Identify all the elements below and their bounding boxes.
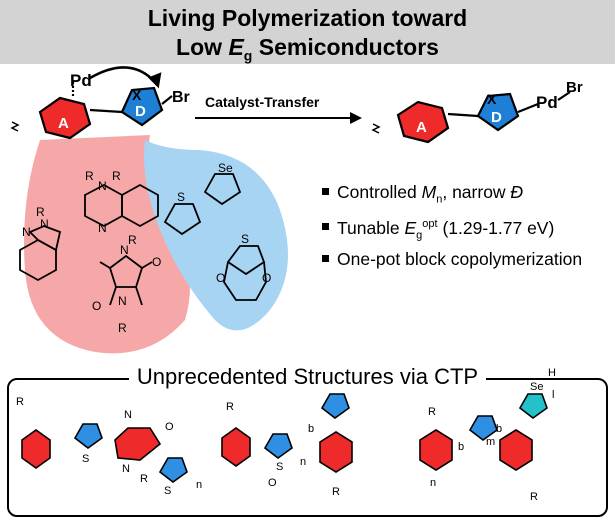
acceptor-monomers <box>19 183 159 306</box>
svg-text:O: O <box>165 421 174 433</box>
pd-label: Pd <box>536 93 558 112</box>
svg-text:N: N <box>40 217 49 231</box>
monomer-structure <box>10 66 173 140</box>
title-line-1: Living Polymerization toward <box>147 5 468 31</box>
x-label: X <box>487 91 497 107</box>
svg-text:N: N <box>98 179 107 193</box>
svg-text:R: R <box>226 401 234 413</box>
pd-label: Pd <box>70 71 92 90</box>
svg-text:S: S <box>164 485 171 497</box>
svg-text:n: n <box>430 477 436 489</box>
svg-text:R: R <box>128 233 137 247</box>
svg-text:R: R <box>332 486 340 498</box>
title-line-2: Low Eg Semiconductors <box>176 34 439 64</box>
structures-panel <box>7 378 608 517</box>
svg-text:S: S <box>177 190 185 204</box>
svg-text:O: O <box>268 477 277 489</box>
svg-text:N: N <box>118 294 127 308</box>
donor-atom-labels: S Se S O O <box>177 161 271 285</box>
svg-text:R: R <box>36 205 45 219</box>
svg-text:O: O <box>152 255 161 269</box>
feature-item: Tunable Egopt (1.29-1.77 eV) <box>322 212 582 247</box>
panel-labels: R S N N R O S n R S O n b S m R R n b m … <box>16 367 556 503</box>
product-structure <box>371 91 571 144</box>
svg-text:S: S <box>82 453 89 465</box>
svg-text:R: R <box>140 473 148 485</box>
svg-text:S: S <box>241 232 249 246</box>
svg-text:N: N <box>124 409 132 421</box>
ring-a-label: A <box>58 115 69 132</box>
br-label: Br <box>566 79 583 96</box>
svg-text:R: R <box>428 406 436 418</box>
ring-d-label: D <box>135 103 146 120</box>
svg-text:n: n <box>300 456 306 468</box>
svg-text:b: b <box>458 441 464 453</box>
svg-text:N: N <box>122 463 130 475</box>
acceptor-atom-labels: N N R N N R R N R N R O O <box>22 169 161 335</box>
svg-text:S: S <box>276 461 283 473</box>
ring-a-label: A <box>416 119 427 136</box>
feature-list: Controlled Mn, narrow Đ Tunable Egopt (1… <box>322 180 582 271</box>
br-label: Br <box>172 89 190 106</box>
svg-text:Se: Se <box>530 381 543 393</box>
arrow-label: Catalyst-Transfer <box>205 94 320 110</box>
svg-text:b: b <box>308 423 314 435</box>
x-label: X <box>132 87 142 103</box>
svg-text:b: b <box>496 423 502 435</box>
svg-text:R: R <box>118 321 127 335</box>
svg-text:N: N <box>98 221 107 235</box>
donor-blob <box>144 140 288 331</box>
svg-text:R: R <box>112 169 121 183</box>
svg-text:O: O <box>216 271 225 285</box>
svg-text:Se: Se <box>218 161 233 175</box>
svg-text:l: l <box>552 389 554 401</box>
feature-item: Controlled Mn, narrow Đ <box>322 180 582 212</box>
svg-text:N: N <box>120 243 129 257</box>
svg-text:m: m <box>486 436 495 448</box>
svg-text:O: O <box>92 299 101 313</box>
donor-monomers <box>163 173 267 301</box>
svg-text:n: n <box>196 479 202 491</box>
svg-text:R: R <box>85 169 94 183</box>
ring-d-label: D <box>491 109 502 126</box>
polymer-1 <box>21 393 548 483</box>
panel-title: Unprecedented Structures via CTP <box>0 364 615 390</box>
svg-text:N: N <box>22 225 31 239</box>
title-banner: Living Polymerization toward Low Eg Semi… <box>0 0 615 64</box>
svg-text:R: R <box>16 396 24 408</box>
svg-text:R: R <box>530 491 538 503</box>
feature-item: One-pot block copolymerization <box>322 247 582 271</box>
svg-text:H: H <box>548 367 556 379</box>
svg-text:O: O <box>262 271 271 285</box>
